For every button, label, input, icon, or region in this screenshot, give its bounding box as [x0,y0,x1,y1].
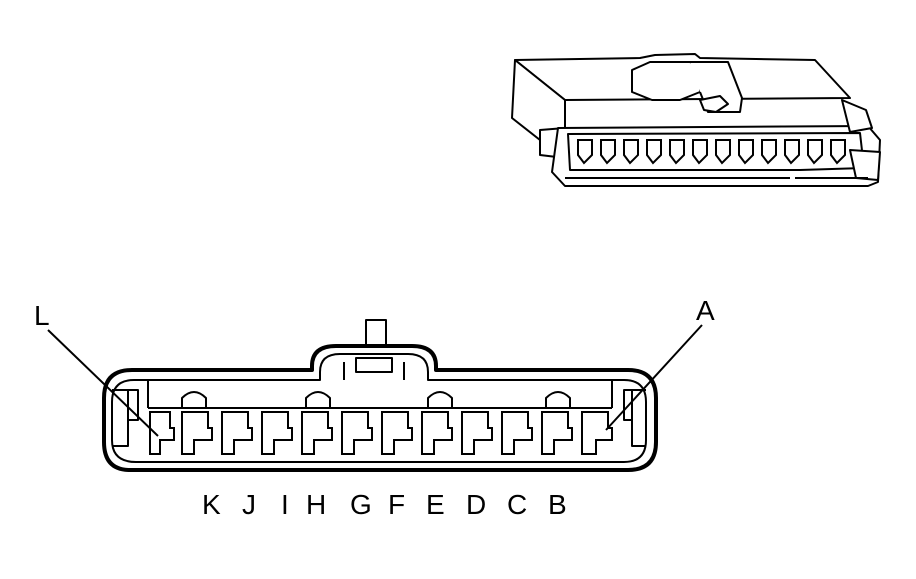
front-cavity [381,411,413,455]
connector-latch [631,61,701,101]
cavity-latch-bump [427,391,453,408]
iso-cavity [577,139,593,165]
iso-cavity [830,139,846,165]
connector-isometric-view [511,53,881,187]
iso-cavity [692,139,708,165]
iso-cavity [807,139,823,165]
cavity-latch-bump [181,391,207,408]
pin-label: B [548,489,567,520]
iso-cavity [646,139,662,165]
callout-leader-l [47,329,159,437]
front-cavity [461,411,493,455]
front-cavity [341,411,373,455]
connector-key-tab [365,319,387,346]
iso-cavity [715,139,731,165]
iso-cavity [784,139,800,165]
front-cavity [261,411,293,455]
pin-label: F [388,489,405,520]
cavity-latch-bump [305,391,331,408]
connector-front-view [102,319,658,472]
callout-label-l: L [34,300,50,331]
cavity-latch-bump [545,391,571,408]
callout-label-a: A [696,295,715,326]
pin-label: J [242,489,256,520]
front-cavity [501,411,533,455]
iso-cavity [600,139,616,165]
iso-cavity [623,139,639,165]
pin-label: G [350,489,372,520]
callout-leader-a [605,324,703,431]
pin-label: D [466,489,486,520]
pin-label-row: K J I H G F E D C B [202,489,567,520]
front-cavity [421,411,453,455]
iso-cavity [669,139,685,165]
connector-key-slot [355,357,393,373]
front-cavity [149,411,175,455]
pin-label: C [507,489,527,520]
connector-front-cavities [149,411,613,455]
iso-cavity [761,139,777,165]
pin-label: H [306,489,326,520]
pin-label: I [281,489,289,520]
front-cavity [581,411,613,455]
front-cavity [541,411,573,455]
front-cavity [301,411,333,455]
front-cavity [181,411,213,455]
pin-label: K [202,489,221,520]
pin-label: E [426,489,445,520]
connector-inner-outline [111,353,647,463]
connector-isometric-cavities [577,139,846,165]
connector-body-outline [102,344,658,472]
front-cavity [221,411,253,455]
iso-cavity [738,139,754,165]
